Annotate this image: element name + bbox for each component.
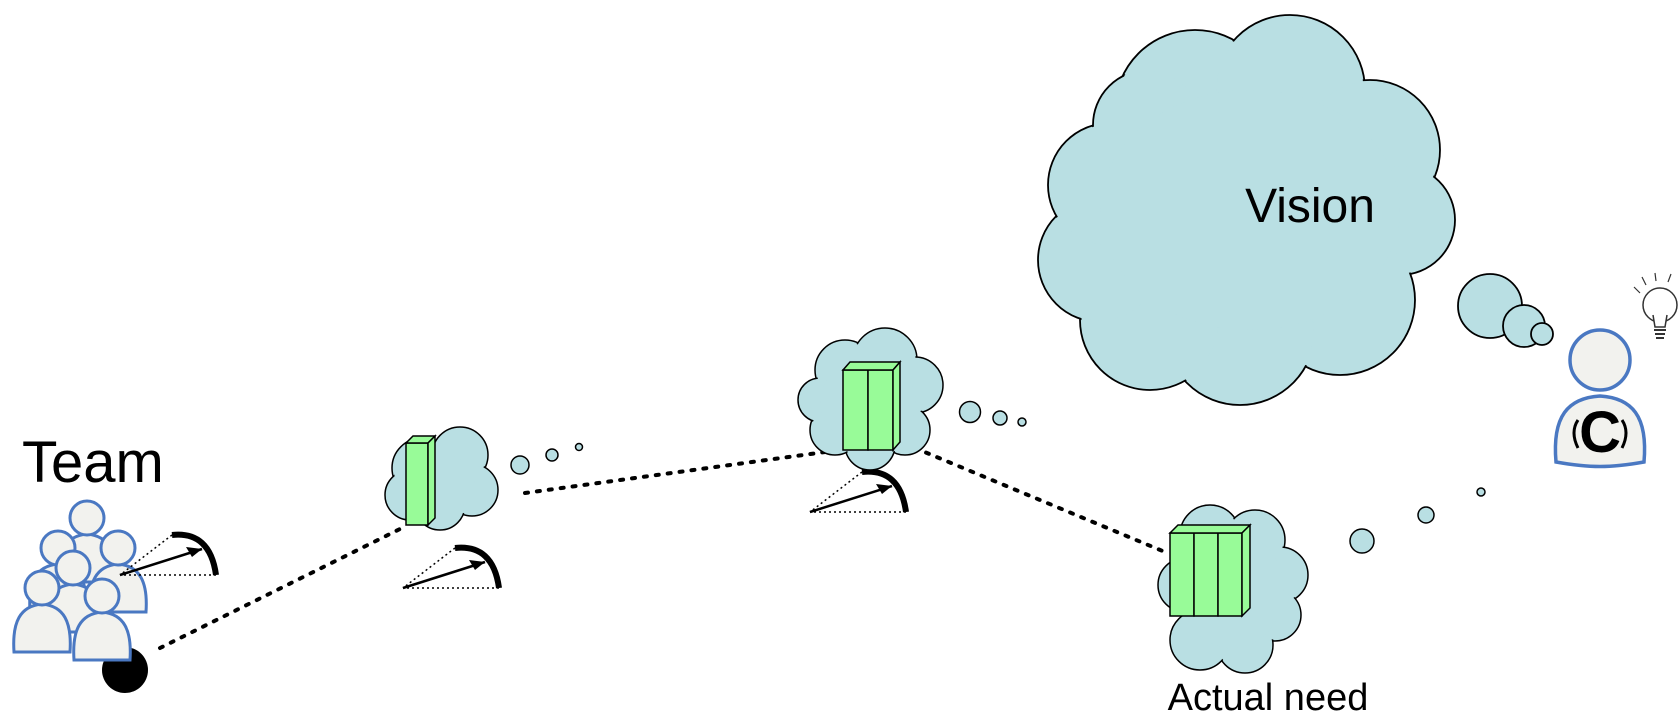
- team-group-icon: [12, 499, 148, 662]
- feature-block-icon: [1168, 523, 1252, 618]
- vision-thought-bubbles: [1457, 273, 1554, 348]
- customer-person-icon: C: [1553, 328, 1647, 469]
- feature-block-icon: [404, 434, 437, 527]
- feature-block-icon: [841, 360, 902, 452]
- lightbulb-icon: [1633, 272, 1678, 339]
- actual-need-cloud: Actual need: [1157, 504, 1369, 718]
- iteration-2-cloud: [797, 327, 1027, 471]
- vision-cloud: Vision: [1037, 14, 1554, 406]
- iteration-path: [158, 446, 1167, 650]
- vision-label: Vision: [1245, 180, 1375, 233]
- customer-thought-bubbles: [1349, 487, 1486, 554]
- actual-need-label: Actual need: [1168, 677, 1369, 718]
- team-label: Team: [22, 430, 164, 495]
- bow-icon: [810, 472, 906, 512]
- iteration-1-cloud: [384, 426, 584, 531]
- thought-bubbles: [958, 400, 1027, 427]
- thought-bubbles: [510, 442, 584, 475]
- customer-badge: C: [1579, 400, 1621, 465]
- bow-icon: [403, 548, 499, 588]
